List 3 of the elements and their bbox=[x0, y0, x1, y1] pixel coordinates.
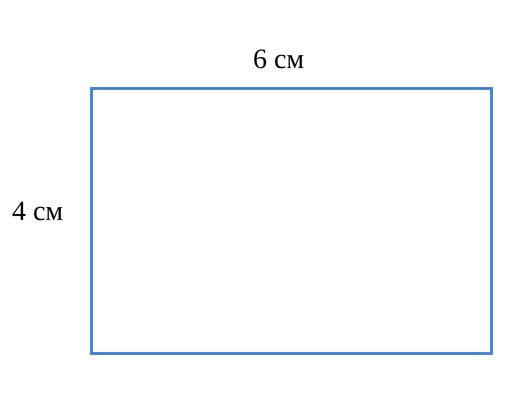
dimension-label: 6 см bbox=[253, 46, 304, 74]
dimension-label: 4 см bbox=[12, 198, 64, 226]
rectangle bbox=[90, 87, 493, 355]
